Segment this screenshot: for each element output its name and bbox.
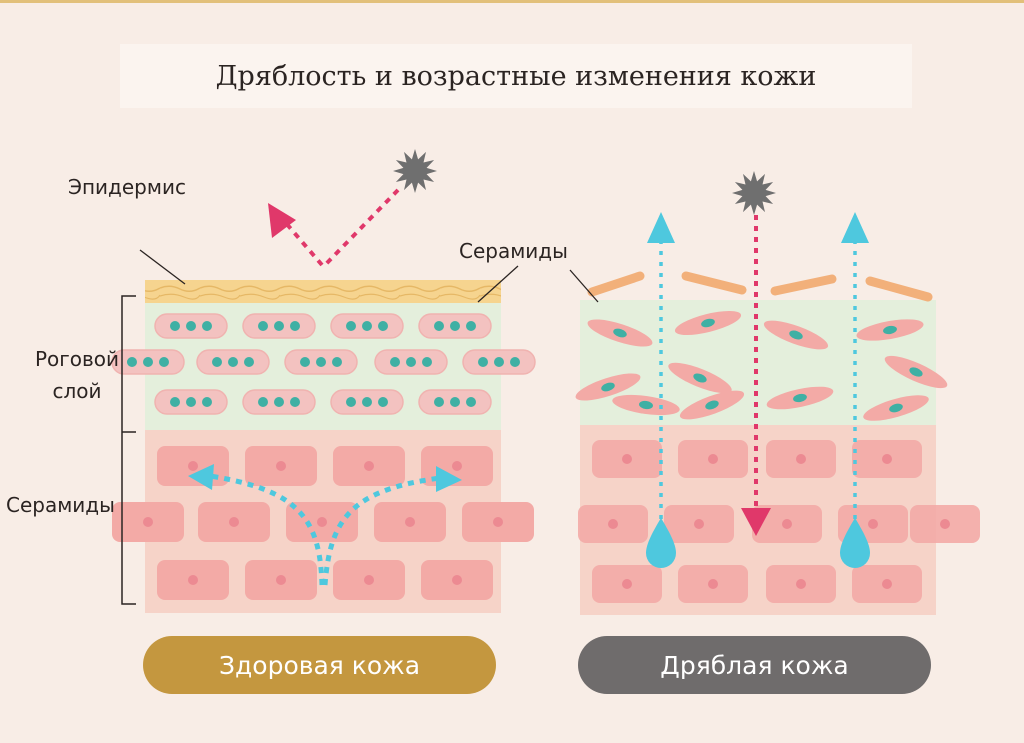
corneocyte: [330, 313, 404, 339]
dermis-cell: [852, 565, 922, 603]
uv-reflected-path: [283, 220, 324, 267]
ceramide-bar: [865, 276, 933, 302]
damaged-corneocyte: [587, 319, 653, 347]
damaged-corneocyte: [575, 373, 641, 401]
uv-star-burst-right-icon: [732, 171, 776, 215]
dermis-cell: [664, 505, 734, 543]
damaged-corneocyte: [674, 311, 742, 335]
water-up-arrow-right-icon: [841, 212, 869, 243]
epidermis-leader-line: [139, 249, 186, 285]
ceramide-bar: [587, 271, 645, 297]
dermis-cell: [462, 502, 534, 542]
title-banner: Дряблость и возрастные изменения кожи: [120, 44, 912, 108]
dermis-cell: [112, 502, 184, 542]
water-arrow-left-icon: [188, 464, 214, 490]
healthy-corneocytes: [111, 313, 536, 415]
ceramides-leader-line: [477, 265, 519, 303]
water-path-left: [209, 473, 325, 586]
saggy-water-loss: [659, 242, 857, 530]
healthy-skin-panel: [111, 149, 536, 613]
dermis-cell: [678, 565, 748, 603]
epidermis-texture: [145, 280, 501, 303]
water-path-right: [322, 475, 441, 586]
damaged-corneocyte: [863, 395, 929, 421]
corneocyte: [242, 389, 316, 415]
dermis-cell: [852, 440, 922, 478]
damaged-corneocyte: [668, 362, 732, 394]
uv-incoming-path: [323, 188, 400, 267]
corneocyte: [154, 313, 228, 339]
healthy-skin-button[interactable]: Здоровая кожа: [143, 636, 496, 694]
dermis-cell: [333, 560, 405, 600]
water-up-arrow-left-icon: [647, 212, 675, 243]
dermis-cell: [421, 560, 493, 600]
dermis-cell: [766, 565, 836, 603]
epidermis-label: Эпидермис: [68, 175, 186, 199]
corneocyte: [196, 349, 270, 375]
corneocyte: [154, 389, 228, 415]
dermis-cell: [752, 505, 822, 543]
stratum-corneum-label-line2: слой: [52, 379, 102, 403]
dermis-cell: [592, 440, 662, 478]
corneocyte: [284, 349, 358, 375]
water-drop-right-icon: [840, 518, 870, 568]
dermis-cell: [157, 560, 229, 600]
ceramide-bar: [681, 271, 747, 295]
uv-star-burst-icon: [393, 149, 437, 193]
water-arrow-right-icon: [436, 466, 462, 492]
damaged-corneocyte: [679, 390, 745, 420]
corneocyte: [374, 349, 448, 375]
water-drop-left-icon: [646, 518, 676, 568]
dermis-cell: [578, 505, 648, 543]
saggy-ceramides-leader-line: [569, 269, 599, 303]
dermis-cell: [910, 505, 980, 543]
corneocyte: [462, 349, 536, 375]
top-accent-line: [0, 0, 1024, 3]
dermis-cell: [245, 560, 317, 600]
layer-bracket: [121, 295, 136, 605]
dermis-cell: [678, 440, 748, 478]
saggy-skin-button-label: Дряблая кожа: [660, 650, 849, 680]
dermis-cell: [245, 446, 317, 486]
dermis-cell: [766, 440, 836, 478]
ceramides-top-label: Серамиды: [459, 239, 568, 263]
saggy-corneocytes: [575, 311, 948, 421]
healthy-water-flow: [209, 473, 441, 586]
saggy-ceramide-bars: [587, 271, 933, 302]
corneocyte: [418, 389, 492, 415]
stratum-corneum-label-line1: Роговой: [34, 347, 120, 371]
saggy-skin-button[interactable]: Дряблая кожа: [578, 636, 931, 694]
dermis-cell: [157, 446, 229, 486]
corneocyte: [242, 313, 316, 339]
damaged-corneocyte: [763, 320, 829, 350]
page-title: Дряблость и возрастные изменения кожи: [215, 60, 817, 92]
ceramide-bar: [770, 274, 837, 296]
healthy-skin-button-label: Здоровая кожа: [218, 650, 421, 680]
damaged-corneocyte: [766, 386, 834, 410]
dermis-cell: [592, 565, 662, 603]
dermis-cell: [374, 502, 446, 542]
damaged-corneocyte: [856, 319, 924, 341]
damaged-corneocyte: [612, 394, 680, 416]
corneocyte: [418, 313, 492, 339]
corneocyte: [111, 349, 185, 375]
uv-reflect-arrow-icon: [268, 203, 296, 238]
uv-down-arrow-icon: [741, 508, 771, 536]
dermis-cell: [286, 502, 358, 542]
dermis-cell: [198, 502, 270, 542]
saggy-dermis-cells: [578, 440, 980, 603]
damaged-corneocyte: [884, 355, 948, 389]
dermis-cell: [333, 446, 405, 486]
corneocyte: [330, 389, 404, 415]
ceramides-left-label: Серамиды: [6, 493, 115, 517]
saggy-skin-panel: [569, 171, 980, 615]
